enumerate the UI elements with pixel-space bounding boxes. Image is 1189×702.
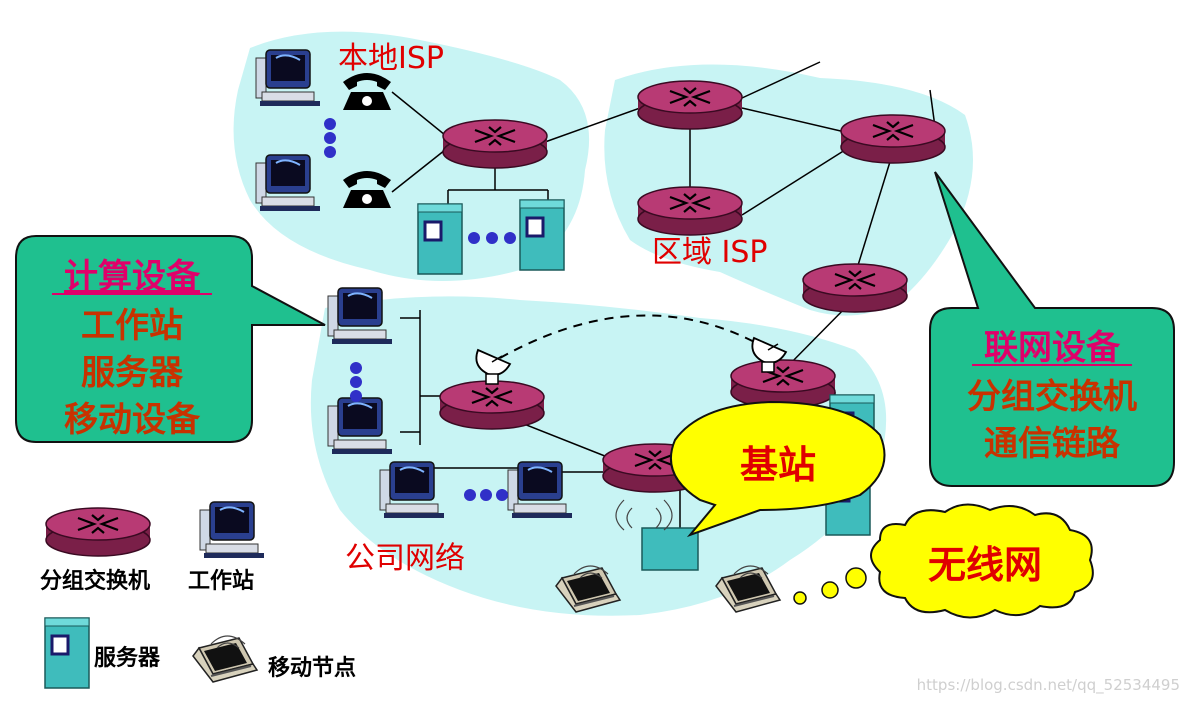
workstation-icon — [379, 461, 445, 519]
router-icon — [441, 118, 549, 170]
workstation-icon — [327, 397, 393, 455]
legend-mobile-node-label: 移动节点 — [268, 655, 356, 681]
ellipsis-dots — [324, 118, 336, 158]
satellite-link — [499, 314, 761, 359]
signal-waves — [615, 499, 673, 531]
router-icon — [636, 185, 744, 237]
router-icon — [839, 113, 947, 165]
ellipsis-dots — [468, 232, 516, 244]
base-station-label: 基站 — [740, 443, 816, 487]
server-icon — [416, 202, 464, 276]
wireless-network-label: 无线网 — [928, 543, 1042, 587]
legend-packet-switch-label: 分组交换机 — [40, 568, 150, 594]
networking-line-switch: 分组交换机 — [967, 377, 1137, 417]
base-station-bubble — [670, 400, 886, 538]
corporate-network-label: 公司网络 — [345, 541, 465, 576]
thought-dot — [793, 591, 807, 605]
router-icon — [438, 379, 546, 431]
computing-devices-title: 计算设备 — [64, 257, 201, 297]
router-icon — [801, 262, 909, 314]
server-icon — [43, 616, 91, 690]
thought-dot — [845, 567, 867, 589]
computing-line-workstation: 工作站 — [81, 306, 183, 346]
router-icon — [729, 358, 837, 410]
networking-devices-title: 联网设备 — [984, 328, 1121, 368]
computing-line-server: 服务器 — [81, 353, 184, 393]
links — [391, 61, 936, 530]
regional-isp-label: 区域 ISP — [652, 235, 768, 270]
legend-workstation-label: 工作站 — [188, 569, 254, 594]
local-isp-label: 本地ISP — [338, 41, 444, 76]
server-icon — [518, 198, 566, 272]
workstation-icon — [255, 154, 321, 212]
workstation-icon — [507, 461, 573, 519]
workstation-icon — [327, 287, 393, 345]
thought-dot — [821, 581, 839, 599]
networking-line-link: 通信链路 — [984, 424, 1121, 464]
router-icon — [44, 506, 152, 558]
laptop-icon — [192, 635, 258, 683]
ellipsis-dots — [464, 489, 508, 501]
workstation-icon — [255, 49, 321, 107]
workstation-icon — [199, 501, 265, 559]
computing-line-mobile: 移动设备 — [64, 400, 201, 440]
networking-devices-callout — [929, 171, 1175, 487]
wireless-cloud-bubble — [870, 503, 1094, 619]
watermark: https://blog.csdn.net/qq_52534495 — [917, 676, 1180, 695]
computing-devices-callout — [15, 235, 326, 443]
base-station-icon — [641, 527, 699, 571]
ellipsis-dots — [350, 362, 362, 402]
router-icon — [636, 79, 744, 131]
local-isp-cloud — [233, 31, 590, 281]
legend-server-label: 服务器 — [94, 646, 161, 671]
